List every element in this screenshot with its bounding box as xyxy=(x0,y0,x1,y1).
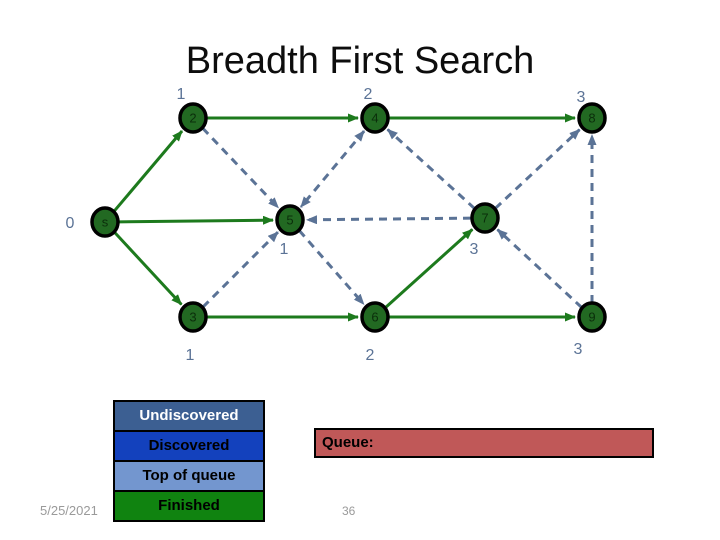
cross-edge xyxy=(305,215,472,225)
queue-box: Queue: xyxy=(314,428,654,458)
graph-node-circle xyxy=(470,202,500,234)
cross-edge xyxy=(494,128,581,210)
graph-node-label: 6 xyxy=(371,310,378,325)
distance-label: 1 xyxy=(186,347,195,364)
cross-edge xyxy=(201,230,280,309)
graph-node: 9 xyxy=(577,301,607,333)
graph-node: 7 xyxy=(470,202,500,234)
graph-node-label: 8 xyxy=(588,111,595,126)
cross-edge xyxy=(496,228,583,309)
graph-node: 4 xyxy=(360,102,390,134)
graph-node: s xyxy=(90,206,120,238)
distance-label: 2 xyxy=(364,86,373,103)
tree-edge xyxy=(118,215,275,225)
tree-edge xyxy=(384,228,474,309)
queue-label: Queue: xyxy=(322,434,374,451)
graph-node-label: 9 xyxy=(588,310,595,325)
legend-item-undiscovered: Undiscovered xyxy=(115,402,263,432)
cross-edge xyxy=(298,229,365,306)
graph-node: 8 xyxy=(577,102,607,134)
graph-node-circle xyxy=(90,206,120,238)
graph-node: 5 xyxy=(275,204,305,236)
distance-label: 3 xyxy=(574,341,583,358)
graph-node: 3 xyxy=(178,301,208,333)
graph-node-label: 5 xyxy=(286,213,293,228)
distance-label: 1 xyxy=(177,86,186,103)
graph-node: 6 xyxy=(360,301,390,333)
tree-edge xyxy=(112,130,184,213)
graph-node-label: s xyxy=(102,215,109,230)
slide-title: Breadth First Search xyxy=(185,40,535,82)
graph-node-circle xyxy=(178,102,208,134)
graph-node-circle xyxy=(178,301,208,333)
distance-label: 0 xyxy=(66,215,75,232)
distance-label: 1 xyxy=(280,241,289,258)
distance-label: 2 xyxy=(366,347,375,364)
legend-item-finished: Finished xyxy=(115,492,263,520)
tree-edge xyxy=(113,231,183,306)
graph-node-label: 3 xyxy=(189,310,196,325)
cross-edge xyxy=(201,127,280,209)
graph-node-circle xyxy=(360,301,390,333)
page-number: 36 xyxy=(342,504,356,518)
cross-edge xyxy=(386,128,476,210)
graph-node-circle xyxy=(275,204,305,236)
footer-date: 5/25/2021 xyxy=(40,503,98,518)
legend-item-top-of-queue: Top of queue xyxy=(115,462,263,492)
distance-label: 3 xyxy=(577,89,586,106)
cross-edge xyxy=(299,130,366,208)
graph-node-circle xyxy=(360,102,390,134)
graph-node-label: 4 xyxy=(371,111,378,126)
graph-node: 2 xyxy=(178,102,208,134)
distance-label: 3 xyxy=(470,241,479,258)
graph-node-label: 2 xyxy=(189,111,196,126)
graph-node-circle xyxy=(577,102,607,134)
legend: Undiscovered Discovered Top of queue Fin… xyxy=(113,400,265,522)
graph-node-circle xyxy=(577,301,607,333)
legend-item-discovered: Discovered xyxy=(115,432,263,462)
graph-node-label: 7 xyxy=(481,211,488,226)
